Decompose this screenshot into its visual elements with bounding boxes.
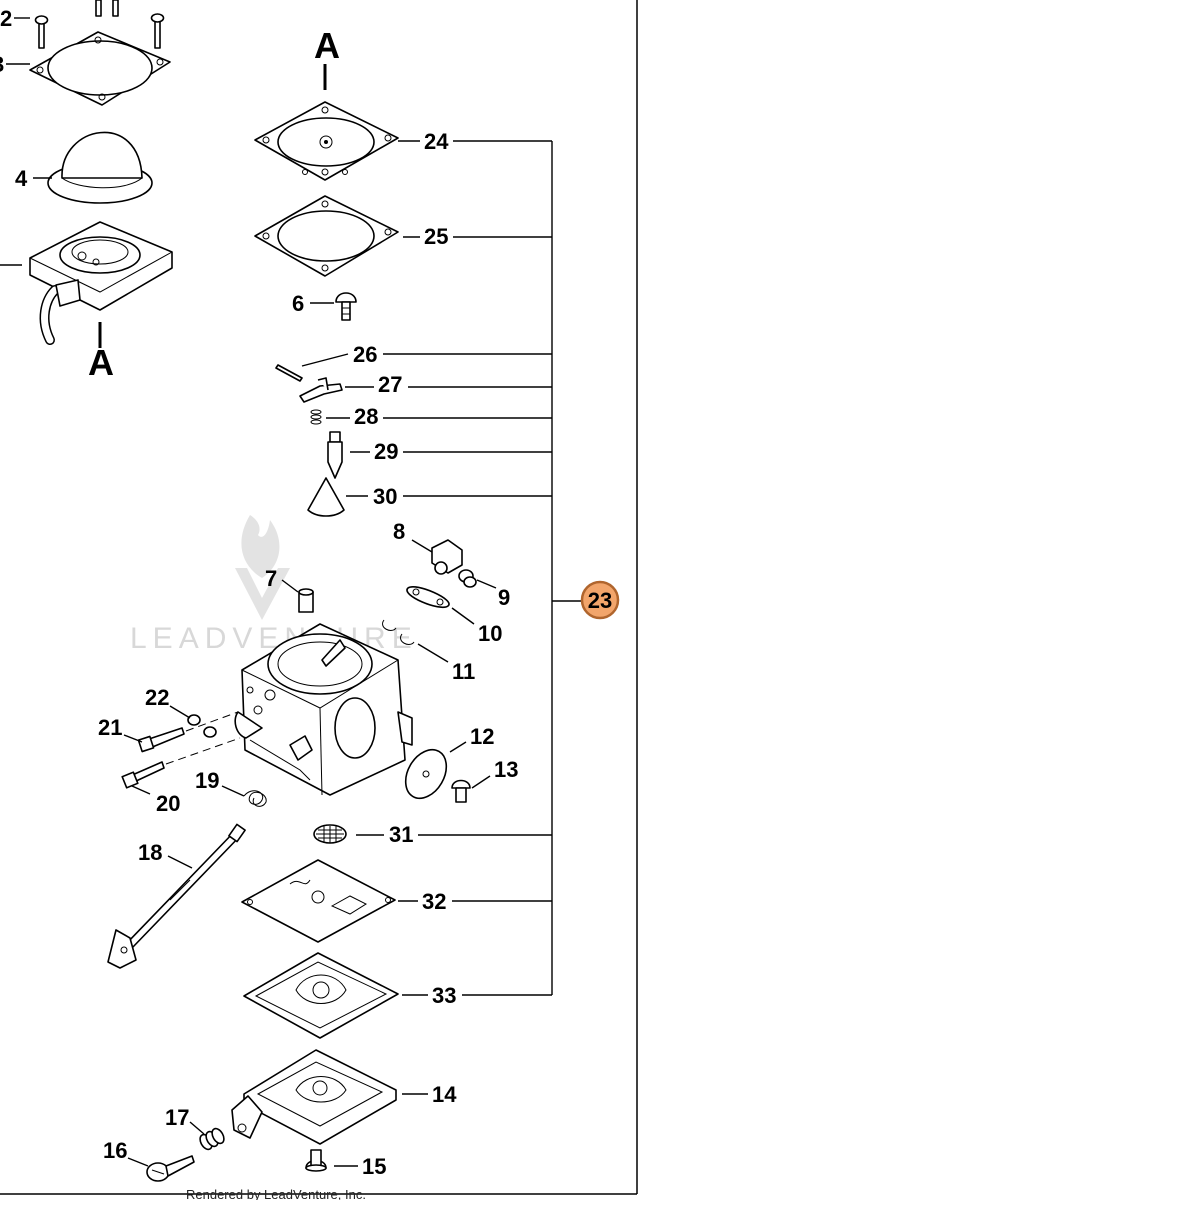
label-part-27: 27 <box>378 372 402 397</box>
screw-part-15 <box>305 1149 327 1172</box>
label-assembly-23: 23 <box>588 588 612 613</box>
carburetor-body <box>234 623 413 796</box>
label-part-28: 28 <box>354 404 378 429</box>
screw-part-6 <box>335 292 357 321</box>
pump-cover-part-14 <box>231 1049 397 1145</box>
label-part-11: 11 <box>452 659 475 684</box>
assembly-bracket <box>383 140 583 996</box>
screen-part-31 <box>313 824 347 844</box>
svg-text:A: A <box>88 342 114 383</box>
label-part-21: 21 <box>98 715 122 740</box>
label-part-30: 30 <box>373 484 397 509</box>
label-part-31: 31 <box>389 822 413 847</box>
throttle-shaft-part-18 <box>107 823 246 969</box>
label-part-10: 10 <box>478 621 502 646</box>
label-part-15: 15 <box>362 1154 386 1179</box>
fitting-part-8 <box>431 539 463 575</box>
label-part-4: 4 <box>15 166 28 191</box>
spring-part-17 <box>199 1127 225 1151</box>
spring-part-19 <box>243 790 267 807</box>
sleeve-part-22 <box>187 714 217 738</box>
needle-valve-part-29 <box>327 431 343 479</box>
label-part-26: 26 <box>353 342 377 367</box>
primer-bulb-part-4 <box>47 131 153 204</box>
label-part-19: 19 <box>195 768 219 793</box>
adjust-screw-part-20 <box>121 761 165 789</box>
label-part-20: 20 <box>156 791 180 816</box>
label-part-2: 2 <box>0 6 12 31</box>
label-part-24: 24 <box>424 129 449 154</box>
gasket-part-10 <box>406 586 450 608</box>
label-part-32: 32 <box>422 889 446 914</box>
reference-mark-a-top: A <box>314 25 340 90</box>
svg-text:A: A <box>314 25 340 66</box>
label-part-17: 17 <box>165 1105 189 1130</box>
label-part-22: 22 <box>145 685 169 710</box>
screws-top-left <box>34 0 165 49</box>
diaphragm-part-24 <box>254 101 399 181</box>
label-part-16: 16 <box>103 1138 127 1163</box>
cone-part-30 <box>307 477 345 517</box>
label-part-9: 9 <box>498 585 510 610</box>
label-part-25: 25 <box>424 224 448 249</box>
screw-part-9 <box>458 569 477 588</box>
adjust-screw-part-21 <box>137 727 185 753</box>
screw-part-13 <box>451 779 471 803</box>
label-part-29: 29 <box>374 439 398 464</box>
reference-mark-a-bottom: A <box>88 322 114 383</box>
gasket-part-25 <box>254 195 399 277</box>
gasket-part-32 <box>241 859 396 943</box>
label-part-7: 7 <box>265 566 277 591</box>
watermark: LEADVENTURE <box>130 515 412 655</box>
label-part-14: 14 <box>432 1082 457 1107</box>
clips-part-11 <box>382 619 415 645</box>
assembly-callout-23: 23 <box>580 580 620 620</box>
pin-part-26 <box>275 364 303 382</box>
disc-part-12 <box>404 748 448 800</box>
cover-gasket-part-3 <box>29 31 171 106</box>
label-part-18: 18 <box>138 840 162 865</box>
gasket-part-33 <box>243 952 399 1039</box>
label-part-3: 3 <box>0 52 4 77</box>
label-part-12: 12 <box>470 724 494 749</box>
pump-housing-part-5 <box>29 221 173 345</box>
label-part-13: 13 <box>494 757 518 782</box>
label-part-6: 6 <box>292 291 304 316</box>
label-part-8: 8 <box>393 519 405 544</box>
screw-part-16 <box>146 1155 195 1182</box>
render-credit: Rendered by LeadVenture, Inc. <box>186 1187 366 1200</box>
label-part-33: 33 <box>432 983 456 1008</box>
spring-part-28 <box>310 409 322 425</box>
lever-part-27 <box>299 377 343 403</box>
plug-part-7 <box>298 588 314 613</box>
